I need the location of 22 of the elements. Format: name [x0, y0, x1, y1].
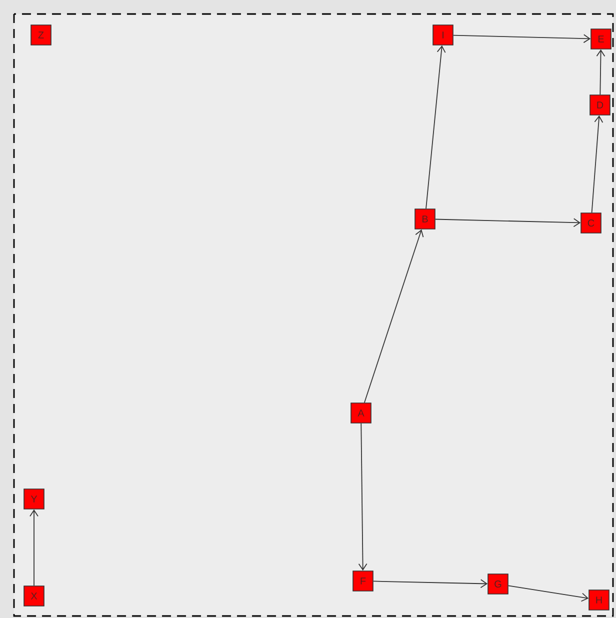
arrow [372, 579, 488, 588]
arrow [434, 218, 581, 228]
arrow [591, 115, 604, 214]
node-box: Z [30, 24, 52, 46]
arrow [508, 585, 589, 602]
node-box: B [414, 208, 436, 230]
arrow [596, 49, 606, 96]
node-box: H [588, 590, 610, 610]
arrow [30, 509, 38, 586]
arrow [426, 45, 446, 210]
node-box: D [590, 94, 610, 116]
node-box: F [352, 570, 374, 592]
arrow [358, 422, 368, 571]
node-box: Y [24, 488, 44, 510]
node-box: I [432, 24, 454, 46]
node-box: X [24, 586, 44, 606]
node-box: A [350, 402, 372, 424]
node-box: C [580, 212, 602, 234]
node-box: G [488, 574, 508, 594]
arrow [452, 34, 591, 44]
arrow [364, 229, 424, 404]
node-box: E [590, 28, 612, 50]
